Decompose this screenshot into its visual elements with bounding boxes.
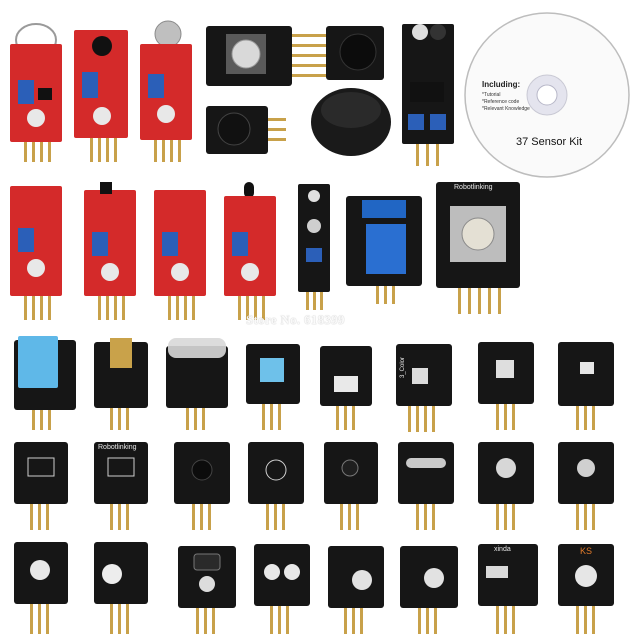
- temp-board: [318, 344, 374, 432]
- red-sensor-board: [8, 20, 64, 165]
- sensor-board: [246, 440, 306, 532]
- tilt-led-board: [244, 340, 302, 432]
- relay-board: [344, 194, 424, 306]
- red-sensor-board: [138, 18, 194, 166]
- rgb-led-board: 3_Color: [394, 342, 454, 434]
- cd-including-label: Including:: [482, 80, 521, 89]
- board-label: Robotlinking: [98, 444, 137, 451]
- ir-avoid-board: [398, 18, 458, 168]
- red-sensor-board: [222, 182, 278, 322]
- red-sensor-board: [152, 182, 208, 322]
- photo-board: [556, 340, 616, 432]
- mercury-switch-board: [162, 336, 232, 432]
- red-sensor-board: [72, 28, 130, 166]
- cd-item: *Reference code: [482, 99, 520, 105]
- led-board: KS: [556, 542, 616, 636]
- board-label: Robotlinking: [454, 184, 493, 191]
- rotary-encoder-board: [204, 24, 334, 90]
- red-sensor-board: [8, 182, 64, 322]
- dht-sensor-board: [12, 336, 78, 432]
- sensor-board: [476, 440, 536, 532]
- cd-item: *Tutorial: [482, 92, 501, 98]
- button-board: [476, 340, 536, 432]
- cd-items: *Tutorial *Reference code *Relevant Know…: [482, 92, 530, 113]
- board-label: xinda: [494, 546, 511, 553]
- cd-kit-name: 37 Sensor Kit: [516, 136, 583, 148]
- store-watermark: Store No. 618399: [246, 312, 345, 327]
- active-buzzer-board: [204, 104, 288, 156]
- laser-board: [92, 336, 150, 432]
- cd-item: *Relevant Knowledge: [482, 106, 530, 112]
- ir-emitter-board: [176, 544, 238, 636]
- board-label: KS: [580, 546, 593, 556]
- ir-receiver-board: [172, 440, 232, 532]
- led-board: [252, 542, 312, 636]
- red-sensor-board: [82, 182, 138, 322]
- sensor-board: [556, 440, 616, 532]
- led-board: [326, 544, 386, 636]
- buzzer-board: [324, 24, 386, 84]
- board-label: 3_Color: [400, 356, 406, 378]
- led-board: [92, 540, 150, 636]
- tracking-sensor-board: [296, 182, 332, 312]
- joystick-cap: [306, 80, 396, 160]
- sensor-board: Robotlinking: [92, 440, 150, 532]
- sensor-board: [322, 440, 380, 532]
- led-board: [398, 544, 460, 636]
- light-blocking-board: xinda: [476, 542, 540, 636]
- joystick-board: Robotlinking: [434, 180, 524, 316]
- sensor-board: [396, 440, 456, 532]
- cd-disc: Including: *Tutorial *Reference code *Re…: [462, 10, 632, 180]
- led-board: [12, 540, 70, 636]
- sensor-board: [12, 440, 70, 532]
